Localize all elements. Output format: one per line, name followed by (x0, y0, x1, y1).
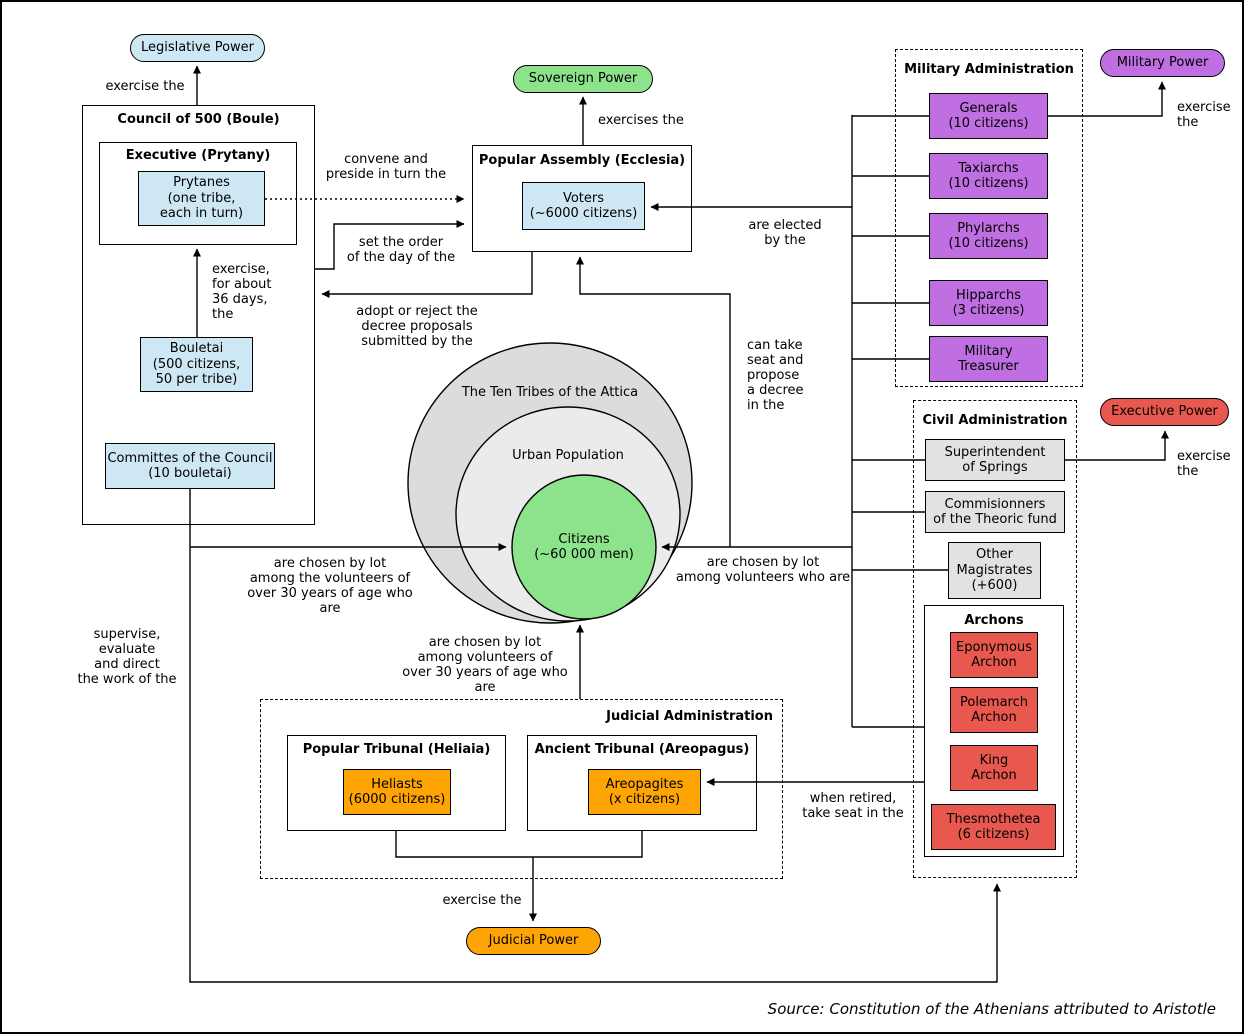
source-caption: Source: Constitution of the Athenians at… (767, 1000, 1216, 1018)
judicial-admin-box (260, 699, 783, 879)
voters-box: Voters (~6000 citizens) (522, 182, 645, 230)
prytany-box (99, 142, 297, 245)
exercises-the-label: exercises the (598, 113, 684, 128)
exercise-the-military-label: exercise the (1177, 100, 1231, 130)
civil-admin-box (913, 400, 1077, 878)
polemarch-archon-box: Polemarch Archon (950, 687, 1038, 733)
judicial-admin-title: Judicial Administration (606, 709, 773, 724)
bouletai-box: Bouletai (500 citizens, 50 per tribe) (140, 337, 253, 392)
council-box (82, 105, 315, 525)
chosen-by-lot-judicial-label: are chosen by lot among volunteers of ov… (402, 635, 568, 695)
hipparchs-box: Hipparchs (3 citizens) (929, 280, 1048, 326)
archons-box (924, 605, 1064, 857)
set-order-label: set the order of the day of the (346, 235, 456, 265)
take-seat-label: can take seat and propose a decree in th… (747, 338, 804, 413)
civil-admin-title: Civil Administration (922, 413, 1068, 428)
superintendent-box: Superintendent of Springs (925, 439, 1065, 481)
military-admin-title: Military Administration (904, 62, 1074, 77)
sovereign-power-pill: Sovereign Power (513, 65, 653, 93)
executive-power-pill: Executive Power (1100, 398, 1229, 426)
exercise-36-days-label: exercise, for about 36 days, the (212, 262, 272, 322)
exercise-the-legislative-label: exercise the (105, 79, 185, 94)
are-elected-label: are elected by the (748, 218, 822, 248)
areopagites-box: Areopagites (x citizens) (588, 769, 701, 815)
supervise-label: supervise, evaluate and direct the work … (77, 627, 177, 687)
citizens-label: Citizens (~60 000 men) (534, 532, 634, 562)
military-treasurer-box: Military Treasurer (929, 336, 1048, 382)
heliasts-box: Heliasts (6000 citizens) (343, 769, 451, 815)
areopagus-title: Ancient Tribunal (Areopagus) (534, 742, 750, 757)
prytany-title: Executive (Prytany) (125, 148, 271, 163)
taxiarchs-box: Taxiarchs (10 citizens) (929, 153, 1048, 199)
exercise-the-executive-label: exercise the (1177, 449, 1231, 479)
heliaia-box (287, 735, 506, 831)
exercise-the-judicial-label: exercise the (442, 893, 522, 908)
areopagus-box (527, 735, 757, 831)
assembly-box (472, 145, 692, 252)
committees-box: Committes of the Council (10 bouletai) (105, 443, 275, 489)
legislative-power-pill: Legislative Power (130, 34, 265, 62)
when-retired-label: when retired, take seat in the (802, 791, 904, 821)
other-magistrates-box: Other Magistrates (+600) (948, 542, 1041, 599)
chosen-by-lot-left-label: are chosen by lot among the volunteers o… (247, 556, 413, 616)
phylarchs-box: Phylarchs (10 citizens) (929, 213, 1048, 259)
military-admin-box (895, 49, 1083, 387)
connector-lines (189, 65, 1169, 983)
convene-label: convene and preside in turn the (325, 152, 447, 182)
eponymous-archon-box: Eponymous Archon (950, 632, 1038, 678)
judicial-power-pill: Judicial Power (466, 927, 601, 955)
thesmothetea-box: Thesmothetea (6 citizens) (931, 804, 1056, 850)
chosen-by-lot-right-label: are chosen by lot among volunteers who a… (675, 555, 851, 585)
king-archon-box: King Archon (950, 745, 1038, 791)
archons-title: Archons (964, 613, 1024, 628)
commissioners-box: Commisionners of the Theoric fund (925, 491, 1065, 533)
adopt-reject-label: adopt or reject the decree proposals sub… (356, 304, 478, 349)
urban-population-label: Urban Population (512, 448, 624, 463)
military-power-pill: Military Power (1100, 49, 1225, 77)
ten-tribes-label: The Ten Tribes of the Attica (461, 385, 639, 400)
assembly-title: Popular Assembly (Ecclesia) (478, 153, 686, 168)
heliaia-title: Popular Tribunal (Heliaia) (302, 742, 491, 757)
prytanes-box: Prytanes (one tribe, each in turn) (138, 171, 265, 226)
generals-box: Generals (10 citizens) (929, 93, 1048, 139)
citizens-circle (511, 474, 657, 620)
council-title: Council of 500 (Boule) (117, 112, 280, 127)
